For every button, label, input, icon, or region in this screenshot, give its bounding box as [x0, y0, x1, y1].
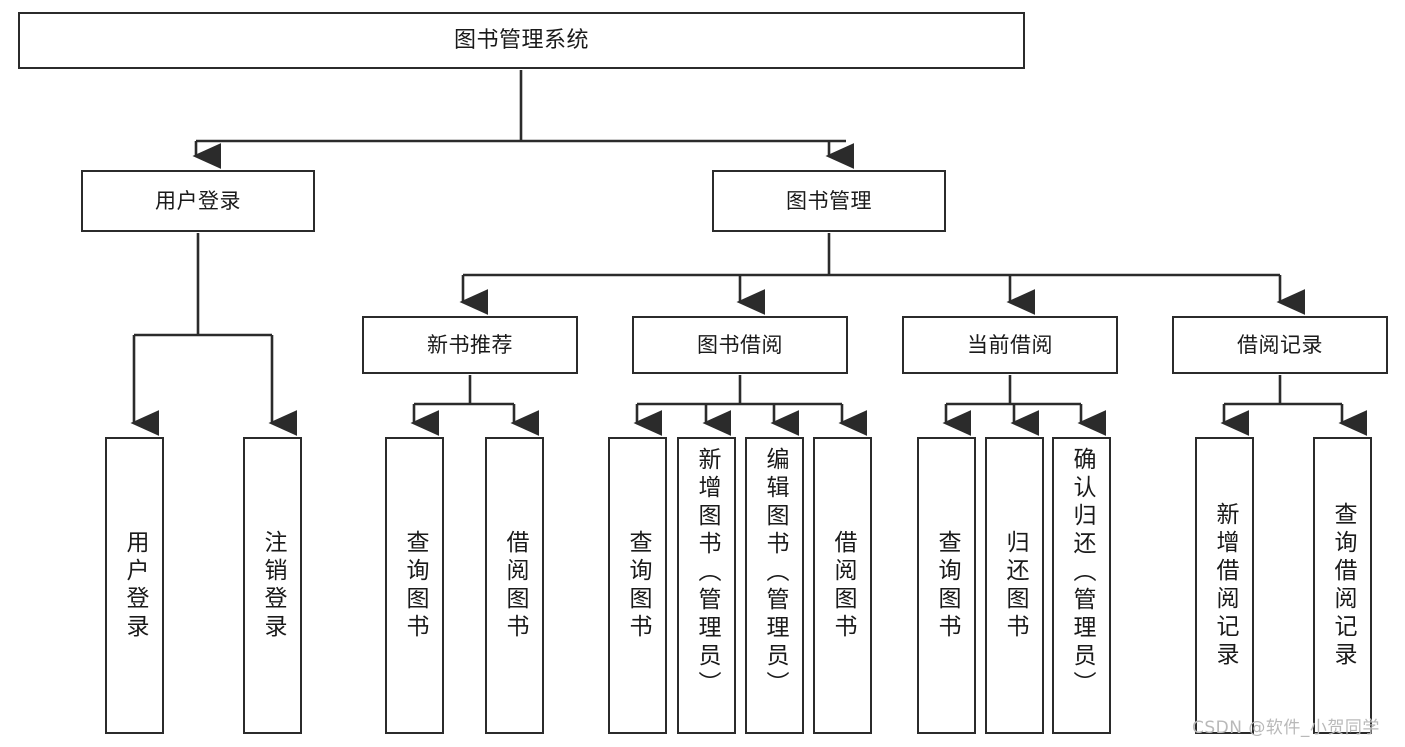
csdn-watermark: CSDN @软件_小贺同学	[1192, 718, 1380, 738]
leaf-query-book-2-label: 查询图书	[625, 529, 651, 642]
leaf-confirm-return-admin-label: 确认归还（管理员）	[1069, 447, 1095, 699]
leaf-add-book-admin[interactable]: 新增图书（管理员）	[677, 437, 736, 734]
leaf-query-book-2[interactable]: 查询图书	[608, 437, 667, 734]
leaf-query-borrow-record-label: 查询借阅记录	[1330, 501, 1356, 670]
node-book-borrow[interactable]: 图书借阅	[632, 316, 848, 374]
node-new-book-recommend-label: 新书推荐	[427, 332, 513, 357]
node-current-borrow[interactable]: 当前借阅	[902, 316, 1118, 374]
leaf-logout-login-label: 注销登录	[260, 529, 286, 642]
node-borrow-record[interactable]: 借阅记录	[1172, 316, 1388, 374]
leaf-return-book[interactable]: 归还图书	[985, 437, 1044, 734]
leaf-query-book-1[interactable]: 查询图书	[385, 437, 444, 734]
leaf-query-book-3[interactable]: 查询图书	[917, 437, 976, 734]
leaf-edit-book-admin[interactable]: 编辑图书（管理员）	[745, 437, 804, 734]
node-user-login[interactable]: 用户登录	[81, 170, 315, 232]
leaf-borrow-book-2-label: 借阅图书	[830, 529, 856, 642]
node-book-manage[interactable]: 图书管理	[712, 170, 946, 232]
leaf-query-book-1-label: 查询图书	[402, 529, 428, 642]
leaf-add-book-admin-label: 新增图书（管理员）	[694, 447, 720, 699]
node-current-borrow-label: 当前借阅	[967, 332, 1053, 357]
node-user-login-label: 用户登录	[155, 188, 241, 213]
node-borrow-record-label: 借阅记录	[1237, 332, 1323, 357]
leaf-add-borrow-record[interactable]: 新增借阅记录	[1195, 437, 1254, 734]
node-new-book-recommend[interactable]: 新书推荐	[362, 316, 578, 374]
leaf-borrow-book-1-label: 借阅图书	[502, 529, 528, 642]
leaf-query-book-3-label: 查询图书	[934, 529, 960, 642]
leaf-add-borrow-record-label: 新增借阅记录	[1212, 501, 1238, 670]
node-root-system[interactable]: 图书管理系统	[18, 12, 1025, 69]
leaf-return-book-label: 归还图书	[1002, 529, 1028, 642]
node-book-borrow-label: 图书借阅	[697, 332, 783, 357]
leaf-borrow-book-1[interactable]: 借阅图书	[485, 437, 544, 734]
leaf-logout-login[interactable]: 注销登录	[243, 437, 302, 734]
node-root-system-label: 图书管理系统	[453, 27, 589, 53]
node-book-manage-label: 图书管理	[786, 188, 872, 213]
leaf-borrow-book-2[interactable]: 借阅图书	[813, 437, 872, 734]
leaf-user-login-label: 用户登录	[122, 529, 148, 642]
leaf-query-borrow-record[interactable]: 查询借阅记录	[1313, 437, 1372, 734]
leaf-edit-book-admin-label: 编辑图书（管理员）	[762, 447, 788, 699]
leaf-confirm-return-admin[interactable]: 确认归还（管理员）	[1052, 437, 1111, 734]
leaf-user-login[interactable]: 用户登录	[105, 437, 164, 734]
